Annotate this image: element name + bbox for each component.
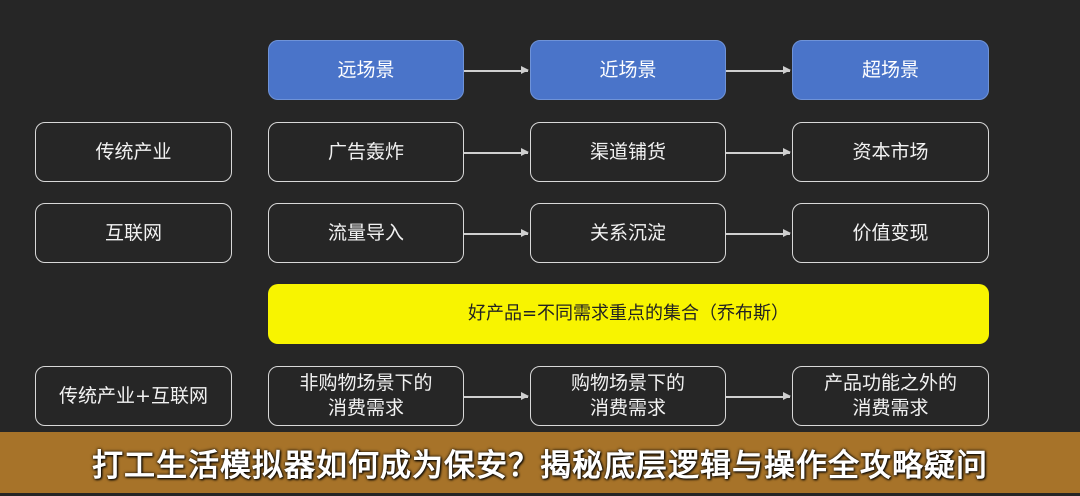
cell: 关系沉淀 [530,203,726,263]
arrow-icon [464,67,529,73]
cell: 广告轰炸 [268,122,464,182]
arrow-icon [464,149,529,155]
arrow-icon [464,393,529,399]
row-label-combined: 传统产业+互联网 [35,366,232,426]
cell: 资本市场 [792,122,989,182]
arrow-icon [726,149,791,155]
header-super-scene: 超场景 [792,40,989,100]
cell: 产品功能之外的 消费需求 [792,366,989,426]
banner-title: 打工生活模拟器如何成为保安？揭秘底层逻辑与操作全攻略疑问 [92,448,988,484]
cell: 购物场景下的 消费需求 [530,366,726,426]
row-label-traditional: 传统产业 [35,122,232,182]
cell: 非购物场景下的 消费需求 [268,366,464,426]
arrow-icon [726,393,791,399]
row-label-internet: 互联网 [35,203,232,263]
cell: 流量导入 [268,203,464,263]
title-banner: 打工生活模拟器如何成为保安？揭秘底层逻辑与操作全攻略疑问 [0,432,1080,493]
header-near-scene: 近场景 [530,40,726,100]
cell: 价值变现 [792,203,989,263]
arrow-icon [464,230,529,236]
arrow-icon [726,230,791,236]
header-far-scene: 远场景 [268,40,464,100]
cell: 渠道铺货 [530,122,726,182]
highlight-quote: 好产品=不同需求重点的集合（乔布斯） [268,284,989,344]
arrow-icon [726,67,791,73]
